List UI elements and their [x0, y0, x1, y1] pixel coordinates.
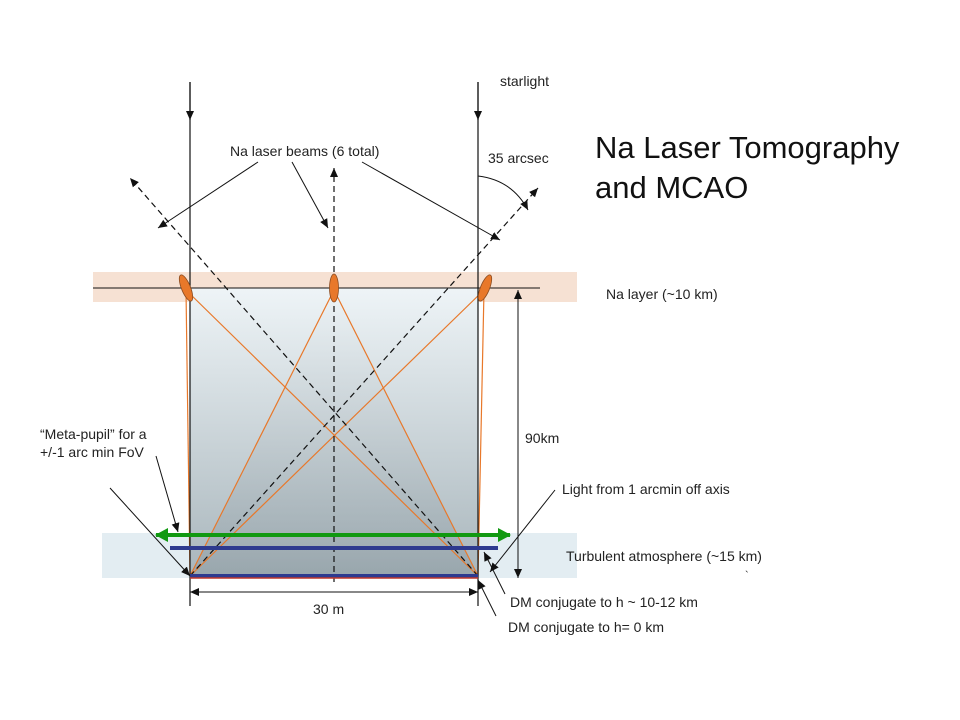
dm-ground-label: DM conjugate to h= 0 km: [508, 619, 665, 635]
na-laser-beams-label: Na laser beams (6 total): [230, 143, 380, 159]
aperture-label: 30 m: [313, 601, 345, 617]
diagram-title: Na Laser Tomography and MCAO: [595, 128, 899, 208]
arcsec-label: 35 arcsec: [488, 150, 549, 166]
title-line-1: Na Laser Tomography: [595, 130, 900, 165]
laser-beam-paths: [129, 168, 539, 582]
arcsec-arc: [477, 175, 529, 211]
laser-cones: [185, 289, 485, 577]
light-off-axis-label: Light from 1 arcmin off axis: [562, 481, 730, 497]
meta-pupil-label-line-2: +/-1 arc min FoV: [40, 444, 144, 460]
laser-spots: [178, 273, 493, 303]
height-label: 90km: [525, 430, 560, 446]
annotation-arrows: [109, 455, 556, 617]
starlight-lines: [186, 82, 482, 606]
starlight-label: starlight: [500, 73, 550, 89]
na-layer-label: Na layer (~10 km): [606, 286, 718, 302]
na-label-arrows: [157, 161, 501, 241]
title-line-2: and MCAO: [595, 170, 749, 205]
dm-high-label: DM conjugate to h ~ 10-12 km: [510, 594, 698, 610]
meta-pupil-label-line-1: “Meta-pupil” for a: [40, 426, 147, 442]
turbulent-atmosphere-label: Turbulent atmosphere (~15 km): [566, 548, 762, 564]
stray-tick-mark: `: [745, 570, 749, 582]
